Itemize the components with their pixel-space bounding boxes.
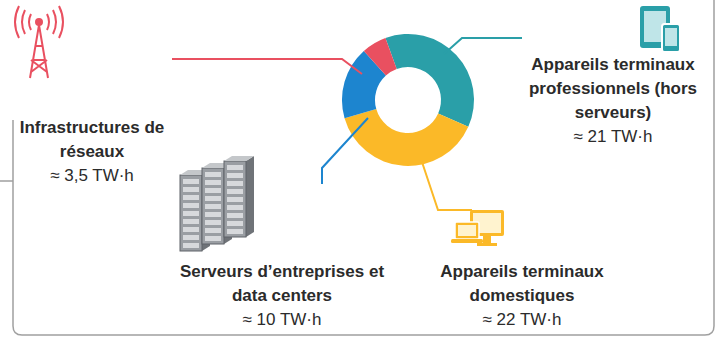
server-top xyxy=(224,156,254,161)
server-slot xyxy=(183,219,199,224)
server-slot xyxy=(227,165,243,170)
server-slot xyxy=(205,188,221,193)
antenna-icon xyxy=(15,6,63,78)
server-slot xyxy=(205,172,221,177)
donut-segment xyxy=(364,38,397,75)
donut-segment xyxy=(345,109,469,166)
leader-line xyxy=(444,38,522,54)
server-front xyxy=(224,161,246,237)
server-slot xyxy=(183,187,199,192)
server-slot xyxy=(183,195,199,200)
category-label: Appareils terminaux domestiques xyxy=(427,260,617,308)
server-slot xyxy=(205,180,221,185)
server-icon xyxy=(180,156,254,251)
category-label: Infrastructures de réseaux xyxy=(17,116,167,164)
server-slot xyxy=(205,204,221,209)
category-label: Serveurs d’entreprises et data centers xyxy=(175,260,390,308)
value-label: ≈ 22 TW·h xyxy=(427,308,617,332)
server-slot xyxy=(227,173,243,178)
category-label: Appareils terminaux professionnels (hors… xyxy=(518,53,708,125)
server-slot xyxy=(183,227,199,232)
server-side xyxy=(246,156,254,237)
label-group: Appareils terminaux professionnels (hors… xyxy=(518,53,708,149)
donut-chart xyxy=(342,34,474,166)
value-label: ≈ 10 TW·h xyxy=(175,308,390,332)
server-slot xyxy=(205,212,221,217)
server-slot xyxy=(183,243,199,248)
server-slot xyxy=(227,197,243,202)
value-label: ≈ 21 TW·h xyxy=(518,125,708,149)
server-slot xyxy=(205,228,221,233)
label-group: Serveurs d’entreprises et data centers≈ … xyxy=(175,260,390,332)
server-front xyxy=(202,168,224,244)
server-slot xyxy=(227,181,243,186)
server-slot xyxy=(183,179,199,184)
leader-line xyxy=(322,118,368,184)
server-slot xyxy=(227,229,243,234)
server-slot xyxy=(183,211,199,216)
server-slot xyxy=(205,236,221,241)
computer-icon xyxy=(451,210,504,246)
leader-line xyxy=(172,59,362,74)
value-label: ≈ 3,5 TW·h xyxy=(17,164,167,188)
server-slot xyxy=(205,196,221,201)
devices-icon xyxy=(640,6,680,52)
frame xyxy=(0,0,714,335)
server-slot xyxy=(227,189,243,194)
server-slot xyxy=(205,220,221,225)
server-slot xyxy=(227,213,243,218)
donut-segment xyxy=(385,34,474,127)
server-slot xyxy=(227,205,243,210)
server-slot xyxy=(227,221,243,226)
server-slot xyxy=(183,203,199,208)
server-slot xyxy=(183,235,199,240)
label-group: Appareils terminaux domestiques≈ 22 TW·h xyxy=(427,260,617,332)
label-group: Infrastructures de réseaux≈ 3,5 TW·h xyxy=(17,116,167,188)
leader-line xyxy=(422,162,472,210)
server-front xyxy=(180,175,202,251)
